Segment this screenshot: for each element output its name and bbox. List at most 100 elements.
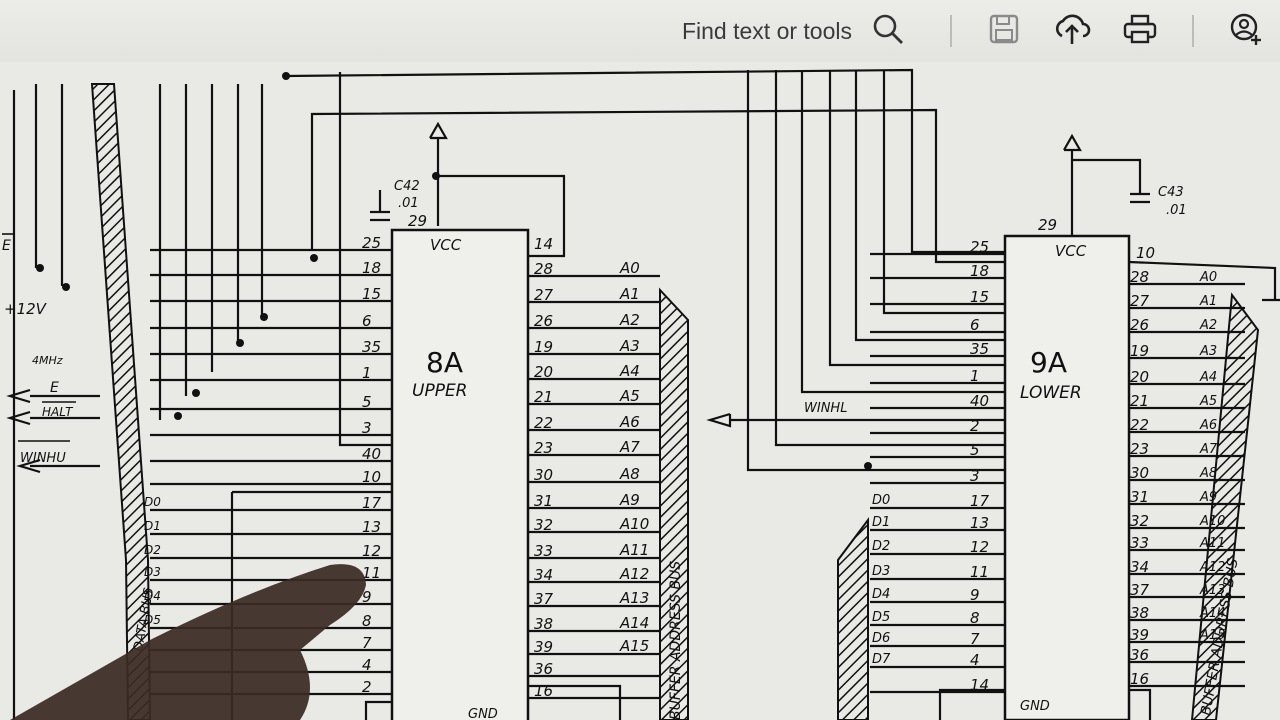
chip-8a-pin-14: 14: [534, 235, 553, 253]
chip-8a-label: 8A: [426, 346, 463, 379]
chip-8a-left-pin-15: 15: [362, 285, 381, 303]
chip-9a-left-pin-25: 25: [970, 238, 989, 256]
find-text-or-tools-search[interactable]: Find text or tools: [682, 11, 906, 52]
chip-9a-right-pin-32: 32: [1130, 512, 1149, 530]
chip-8a-left-pin-5: 5: [362, 393, 372, 411]
chip-9a-right-pin-28: 28: [1130, 268, 1149, 286]
cap-c42-value: .01: [398, 196, 419, 211]
chip-9a-data-D0: D0: [872, 493, 890, 508]
data-bus-left: [90, 83, 152, 720]
chip-8a-sublabel: UPPER: [412, 381, 468, 401]
chip-8a-addr-A9: A9: [619, 491, 640, 509]
winhl-arrow: [706, 412, 732, 428]
search-icon[interactable]: [870, 11, 906, 52]
chip-8a-data-D3: D3: [144, 565, 161, 579]
chip-8a-right-pin-38: 38: [534, 615, 553, 633]
chip-9a-left-pin-14: 14: [970, 676, 989, 694]
pin10-ground-wire: [1128, 260, 1277, 300]
chip-9a-addr-A7: A7: [1199, 442, 1218, 457]
print-button[interactable]: [1118, 9, 1162, 53]
top-bus-wire: [854, 70, 1005, 342]
bottom-wire: [1129, 688, 1152, 720]
print-icon: [1122, 12, 1158, 51]
chip-9a-right-pin-19: 19: [1130, 342, 1149, 360]
schematic-diagram: 8A UPPER VCC GND 29 14 9A LOWER VCC GND …: [2, 68, 1280, 720]
chip-9a-addr-A14: A14: [1199, 606, 1225, 621]
signal-halt: HALT: [42, 405, 74, 419]
chip-8a-left-pin-2: 2: [362, 678, 372, 696]
chip-8a-addr-A5: A5: [619, 387, 640, 405]
save-button[interactable]: [982, 9, 1026, 53]
chip-8a-left-pin-17: 17: [362, 494, 382, 512]
bottom-wire: [938, 688, 1005, 720]
chip-9a-vcc: VCC: [1055, 242, 1087, 260]
chip-8a-right-pin-31: 31: [534, 492, 553, 510]
chip-9a-left-pin-4: 4: [970, 651, 980, 669]
signal-winhl: WINHL: [804, 401, 847, 416]
top-loop-wire: [285, 68, 1005, 254]
signal-e-bar: E: [2, 238, 11, 254]
chip-9a-right-pin-34: 34: [1130, 558, 1149, 576]
chip-8a-right-pin-36: 36: [534, 660, 553, 678]
left-arrow: [16, 458, 41, 474]
chip-9a-right-pin-37: 37: [1130, 581, 1150, 599]
top-bus-wire: [828, 70, 1005, 367]
chip-9a-right-pin-38: 38: [1130, 604, 1149, 622]
signal-winhu: WINHU: [20, 451, 66, 466]
chip-8a-right-pin-23: 23: [534, 439, 553, 457]
junction-dot: [432, 172, 440, 180]
junction-dot: [174, 412, 182, 420]
chip-8a-vcc-pin: 29: [408, 212, 427, 230]
chip-9a-data-D1: D1: [872, 515, 890, 530]
chip-9a-left-pin-40: 40: [970, 392, 989, 410]
chip-9a-left-pin-3: 3: [970, 467, 980, 485]
chip-9a-right-pin-27: 27: [1130, 292, 1150, 310]
top-loop-wire-2: [338, 72, 392, 447]
chip-8a-left-pin-3: 3: [362, 419, 372, 437]
chip-9a-addr-A13: A13: [1199, 583, 1225, 598]
chip-9a-data-D5: D5: [872, 610, 890, 625]
document-page: 8A UPPER VCC GND 29 14 9A LOWER VCC GND …: [0, 62, 1280, 720]
chip-8a-right-pin-19: 19: [534, 338, 553, 356]
chip-9a-data-D7: D7: [872, 652, 891, 667]
upload-button[interactable]: [1050, 9, 1094, 53]
chip-8a-right-pin-21: 21: [534, 388, 553, 406]
chip-9a-right-pin-33: 33: [1130, 534, 1149, 552]
chip-9a-gnd: GND: [1020, 699, 1050, 714]
vcc-arrow-8a: [429, 121, 448, 140]
upload-icon: [1053, 12, 1091, 51]
chip-9a-addr-A15: A15: [1199, 628, 1225, 643]
chip-8a-addr-A13: A13: [619, 589, 649, 607]
chip-9a-pin-10: 10: [1136, 244, 1155, 262]
chip-8a-left-pin-11: 11: [362, 564, 381, 582]
cap-c43-wire: [1072, 158, 1142, 194]
junction-dot: [864, 462, 872, 470]
chip-8a-data-D2: D2: [144, 543, 161, 557]
chip-9a-left-pin-11: 11: [970, 563, 989, 581]
share-button[interactable]: [1224, 9, 1268, 53]
chip-9a-right-pin-21: 21: [1130, 392, 1149, 410]
chip-8a-right-pin-20: 20: [534, 363, 553, 381]
left-arrow: [6, 388, 31, 404]
chip-9a-addr-A2: A2: [1199, 318, 1217, 333]
top-bus-wire: [774, 70, 1005, 447]
chip-9a-addr-A4: A4: [1199, 370, 1217, 385]
buffer-address-bus-upper: [659, 287, 689, 720]
bottom-wire: [528, 684, 622, 720]
chip-8a-data-D0: D0: [144, 495, 161, 509]
chip-9a-right-pin-23: 23: [1130, 440, 1149, 458]
chip-9a-left-pin-15: 15: [970, 288, 989, 306]
chip-8a-data-D4: D4: [144, 589, 161, 603]
chip-8a-right-pin-16: 16: [534, 682, 553, 700]
chip-9a-left-pin-1: 1: [970, 367, 980, 385]
chip-9a-addr-A1: A1: [1199, 294, 1217, 309]
junction-dot: [36, 264, 44, 272]
chip-9a-addr-A12: A12: [1199, 560, 1225, 575]
chip-9a-vcc-pin: 29: [1038, 216, 1057, 234]
chip-9a-data-D4: D4: [872, 587, 890, 602]
chip-8a-left-pin-6: 6: [362, 312, 372, 330]
chip-9a-data-D3: D3: [872, 564, 890, 579]
chip-8a-left-pin-13: 13: [362, 518, 381, 536]
toolbar-divider: [1192, 15, 1194, 47]
chip-8a-addr-A10: A10: [619, 515, 649, 533]
